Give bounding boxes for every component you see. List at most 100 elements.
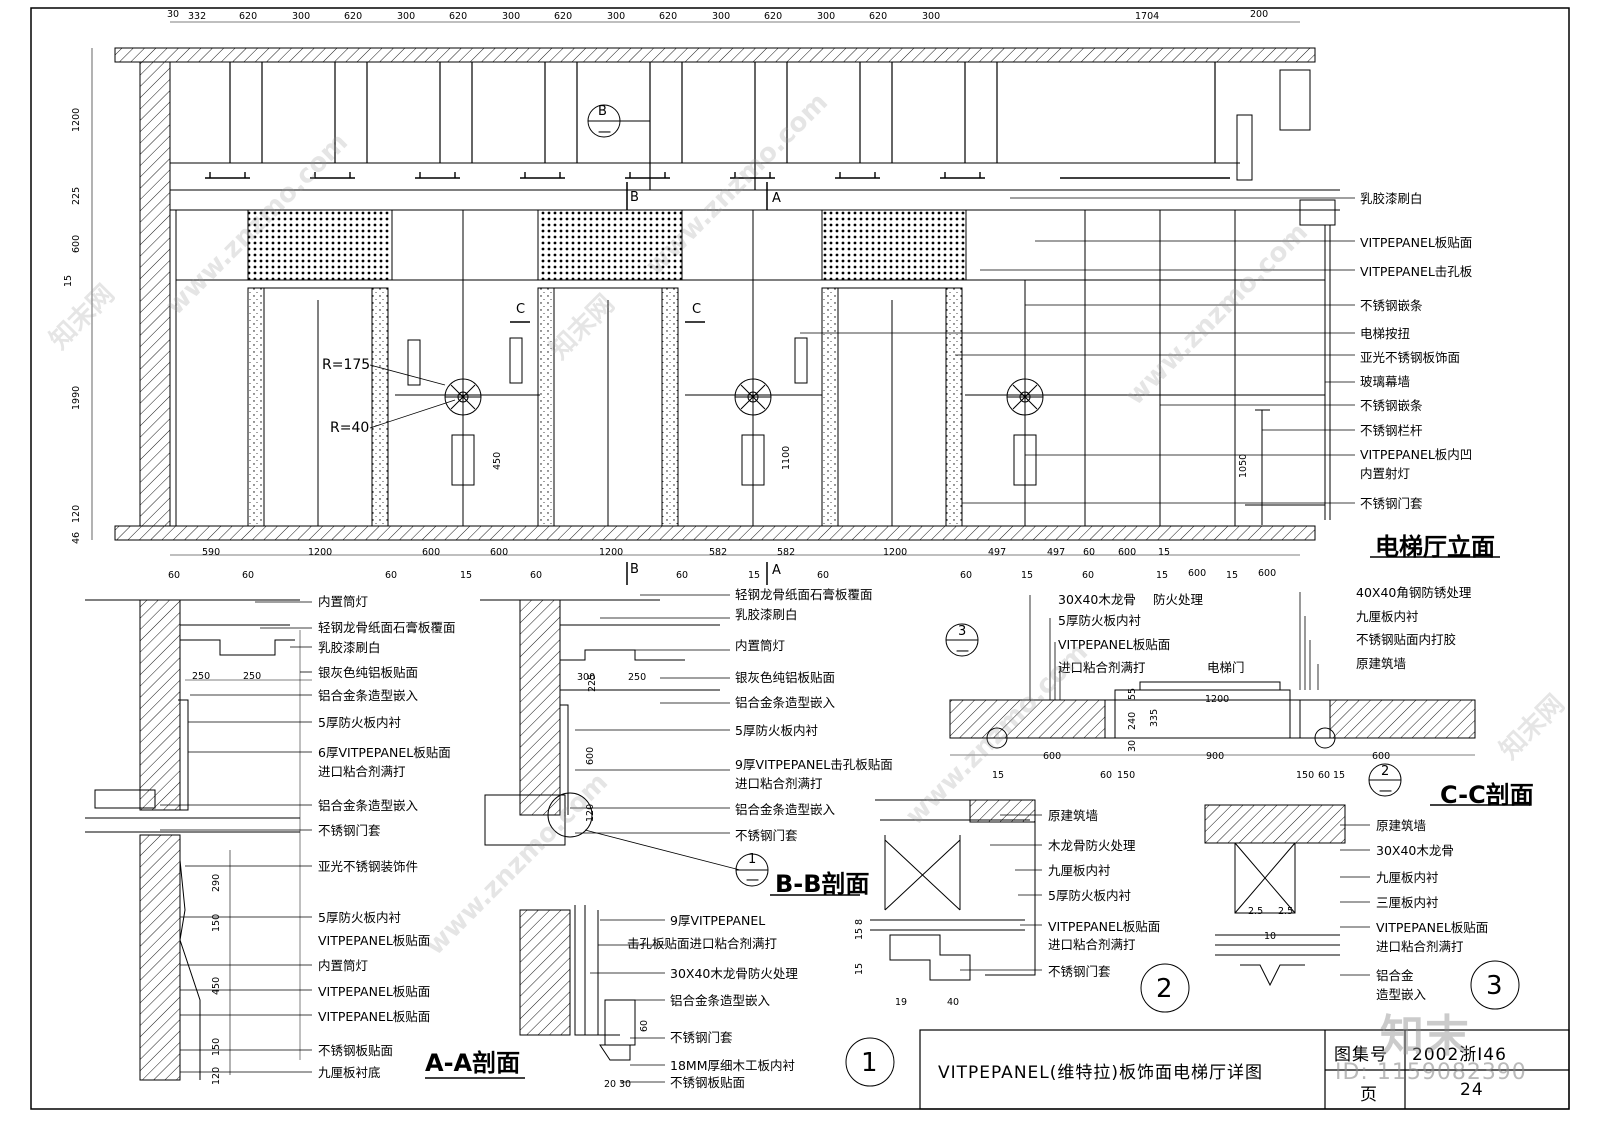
section-bb (480, 594, 860, 896)
top-dim: 30 (167, 9, 180, 20)
aa-callout: 九厘板衬底 (318, 1065, 381, 1080)
elevation-callout: 不锈钢门套 (1360, 496, 1423, 511)
top-dim: 300 (292, 11, 311, 22)
cc-callout: 电梯门 (1207, 660, 1245, 675)
cc-callout: 原建筑墙 (1356, 656, 1407, 671)
bottom-dim: 60 (385, 570, 398, 581)
bb-dim: 225 (587, 673, 598, 692)
d3-callout: 原建筑墙 (1376, 818, 1427, 833)
aa-dim: 290 (211, 873, 222, 892)
bottom-dim: 60 (817, 570, 830, 581)
aa-title: A-A剖面 (425, 1049, 521, 1077)
elevation-dim: 1100 (781, 445, 792, 470)
aa-callout: 不锈钢板贴面 (318, 1043, 394, 1058)
section-mark-c: C (692, 302, 702, 317)
detail-number-1: 1 (861, 1048, 879, 1078)
top-dim: 620 (554, 11, 573, 22)
elevation-callout: 不锈钢栏杆 (1360, 423, 1423, 438)
bb-ref-one: 一 (746, 874, 760, 889)
section-mark-c: C (516, 302, 526, 317)
top-dim: 300 (607, 11, 626, 22)
cc-ref-2: 2 (1381, 764, 1390, 779)
bottom-dim: 60 (1083, 547, 1096, 558)
bb-callout: 进口粘合剂满打 (735, 776, 823, 791)
aa-callout: 不锈钢门套 (318, 823, 381, 838)
bb-callout: 9厚VITPEPANEL击孔板贴面 (735, 757, 893, 772)
section-mark-a: A (772, 563, 781, 578)
cc-callout: 30X40木龙骨 (1058, 592, 1136, 607)
bottom-dim: 1200 (308, 547, 333, 558)
cc-dim: 60 (1318, 770, 1331, 781)
bottom-dim: 15 (1226, 570, 1239, 581)
bottom-dim: 15 (1021, 570, 1034, 581)
cc-dim: 1200 (1205, 694, 1230, 705)
elevation-callout: 亚光不锈钢板饰面 (1360, 350, 1461, 365)
top-dim: 620 (659, 11, 678, 22)
bottom-dim: 60 (530, 570, 543, 581)
d3-callout: 铝合金 (1376, 968, 1414, 983)
d3-dim: 2.5 (1248, 906, 1264, 917)
d3-dim: 10 (1264, 931, 1277, 942)
perforated-panel-2 (537, 209, 683, 281)
cc-callout: 防火处理 (1153, 592, 1204, 607)
left-dim: 225 (71, 186, 82, 205)
bb-dim: 600 (585, 746, 596, 765)
elevation-callout: 电梯按扭 (1360, 326, 1411, 341)
cc-dim: 60 (1100, 770, 1113, 781)
detail-number-2: 2 (1156, 974, 1174, 1004)
d2-callout: 不锈钢门套 (1048, 964, 1111, 979)
elevation-callout: VITPEPANEL板内凹 (1360, 447, 1473, 462)
aa-callout: 乳胶漆刷白 (318, 640, 381, 655)
top-dim: 200 (1250, 9, 1269, 20)
bottom-dim: 600 (1258, 568, 1277, 579)
bottom-dim: 15 (1156, 570, 1169, 581)
bottom-dim: 1200 (883, 547, 908, 558)
cc-dim: 335 (1149, 708, 1160, 727)
bb-callout: 银灰色纯铝板贴面 (735, 670, 836, 685)
cc-callout: 进口粘合剂满打 (1058, 660, 1146, 675)
section-mark-one: 一 (598, 126, 612, 141)
d2-dim: 8 (854, 918, 865, 925)
elevation-leaders (369, 197, 1355, 504)
aa-dim: 250 (192, 671, 211, 682)
left-dim: 15 (63, 274, 74, 287)
aa-callout: 铝合金条造型嵌入 (318, 688, 419, 703)
detail-2 (870, 799, 1190, 1013)
d2-callout: 5厚防火板内衬 (1048, 888, 1131, 903)
radius-label-175: R=175 (322, 357, 371, 373)
section-mark-a: A (772, 191, 781, 206)
top-dim: 620 (869, 11, 888, 22)
d1-callout: 击孔板贴面进口粘合剂满打 (627, 936, 778, 951)
cc-ref-3: 3 (958, 624, 967, 639)
elevator-doors (247, 287, 963, 527)
bb-callout: 铝合金条造型嵌入 (735, 802, 836, 817)
d1-dim: 20 (604, 1079, 617, 1090)
top-dim: 300 (922, 11, 941, 22)
bb-callout: 轻钢龙骨纸面石膏板覆面 (735, 587, 873, 602)
aa-callout: 内置筒灯 (318, 594, 369, 609)
perforated-panel-1 (247, 209, 393, 281)
detail-3 (1204, 804, 1520, 1010)
d2-dim: 15 (854, 962, 865, 975)
bottom-dim: 15 (1158, 547, 1171, 558)
left-dim: 46 (71, 531, 82, 544)
bb-ref-1: 1 (748, 852, 757, 867)
d2-callout: 原建筑墙 (1048, 808, 1099, 823)
bottom-dim: 60 (960, 570, 973, 581)
d1-callout: 30X40木龙骨防火处理 (670, 966, 798, 981)
aa-callout: 轻钢龙骨纸面石膏板覆面 (318, 620, 456, 635)
aa-dim: 120 (211, 1066, 222, 1085)
top-dim: 620 (344, 11, 363, 22)
cc-dim: 600 (1043, 751, 1062, 762)
perforated-panel-3 (821, 209, 967, 281)
bottom-dim: 60 (242, 570, 255, 581)
d1-callout: 不锈钢板贴面 (670, 1075, 746, 1090)
left-dim: 120 (71, 504, 82, 523)
top-dim: 300 (502, 11, 521, 22)
bottom-dim: 600 (1188, 568, 1207, 579)
aa-dim: 450 (211, 976, 222, 995)
section-mark-b: B (630, 190, 639, 205)
page-label: 页 (1360, 1085, 1378, 1105)
d2-callout: 进口粘合剂满打 (1048, 937, 1136, 952)
